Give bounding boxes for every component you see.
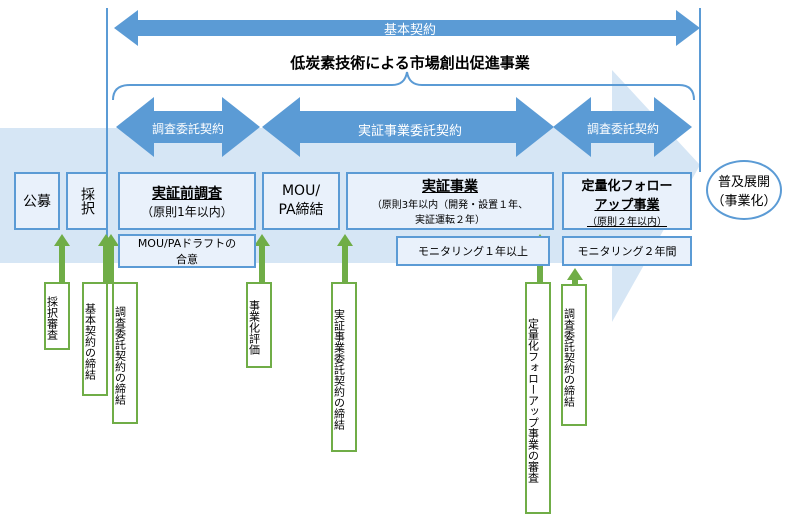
demo-subtitle-1: （原則3年以内（開発・設置１年、 [371,200,529,211]
quant-subtitle: （原則２年以内） [587,216,667,228]
survey-contract-label-right: 調査委託契約 [586,122,659,136]
milestone-label: 定量化フォローアップ事業の審査 [526,317,540,483]
basic-contract-label: 基本契約 [383,23,436,38]
deployment-line1: 普及展開 [717,175,770,190]
milestone-followup-review: 定量化フォローアップ事業の審査 [525,282,551,514]
monitoring-2-box: モニタリング２年間 [562,236,692,266]
survey-contract-label-left: 調査委託契約 [151,122,224,136]
milestone-label: 実証事業委託契約の締結 [332,308,346,430]
mou-line2: PA締結 [278,202,324,218]
milestone-label: 調査委託契約の締結 [562,307,576,407]
demo-arrow-middle [262,97,554,157]
mou-draft-box: MOU/PAドラフトの 合意 [118,234,256,268]
pre-survey-subtitle: （原則1年以内） [141,204,233,219]
mou-line1: MOU/ [281,183,321,199]
pre-survey-title: 実証前調査 [152,185,222,202]
survey-arrow-right [553,97,692,157]
milestone-basic-contract: 基本契約の締結 [82,282,108,396]
milestone-label: 採択審査 [45,296,59,340]
phase-koubo-label: 公募 [23,194,51,210]
milestone-commercialization-eval: 事業化評価 [246,282,272,368]
phase-mou-pa: MOU/ PA締結 [262,172,340,230]
demo-contract-label: 実証事業委託契約 [357,124,462,139]
quant-title-1: 定量化フォロー [581,178,673,194]
milestone-label: 基本契約の締結 [83,302,97,380]
phase-saitaku: 採択 [66,172,108,230]
program-bracket [112,71,695,101]
milestone-survey-contract: 調査委託契約の締結 [112,282,138,424]
top-double-arrow [114,10,700,46]
survey-arrow-left [116,97,260,157]
milestone-label: 調査委託契約の締結 [113,305,127,405]
demo-subtitle-2: 実証運転２年） [415,215,485,226]
monitoring-2-label: モニタリング２年間 [577,245,677,258]
phase-saitaku-label: 採択 [79,187,95,215]
phase-pre-survey: 実証前調査 （原則1年以内） [118,172,256,230]
monitoring-1-label: モニタリング１年以上 [418,245,528,258]
phase-koubo: 公募 [14,172,60,230]
mou-draft-line2: 合意 [176,253,198,266]
milestone-selection-review: 採択審査 [44,282,70,350]
phase-demo: 実証事業 （原則3年以内（開発・設置１年、 実証運転２年） [346,172,554,230]
milestone-label: 事業化評価 [247,299,261,355]
program-title: 低炭素技術による市場創出促進事業 [290,54,530,72]
demo-title: 実証事業 [422,179,478,195]
mou-draft-line1: MOU/PAドラフトの [137,237,237,250]
monitoring-1-box: モニタリング１年以上 [396,236,550,266]
deployment-line2: （事業化） [711,194,777,209]
milestone-survey-contract-2: 調査委託契約の締結 [561,284,587,426]
phase-deployment: 普及展開 （事業化） [706,160,782,220]
quant-title-2: アップ事業 [594,197,660,213]
phase-quant-followup: 定量化フォロー アップ事業 （原則２年以内） [562,172,692,230]
milestone-demo-contract: 実証事業委託契約の締結 [331,282,357,452]
